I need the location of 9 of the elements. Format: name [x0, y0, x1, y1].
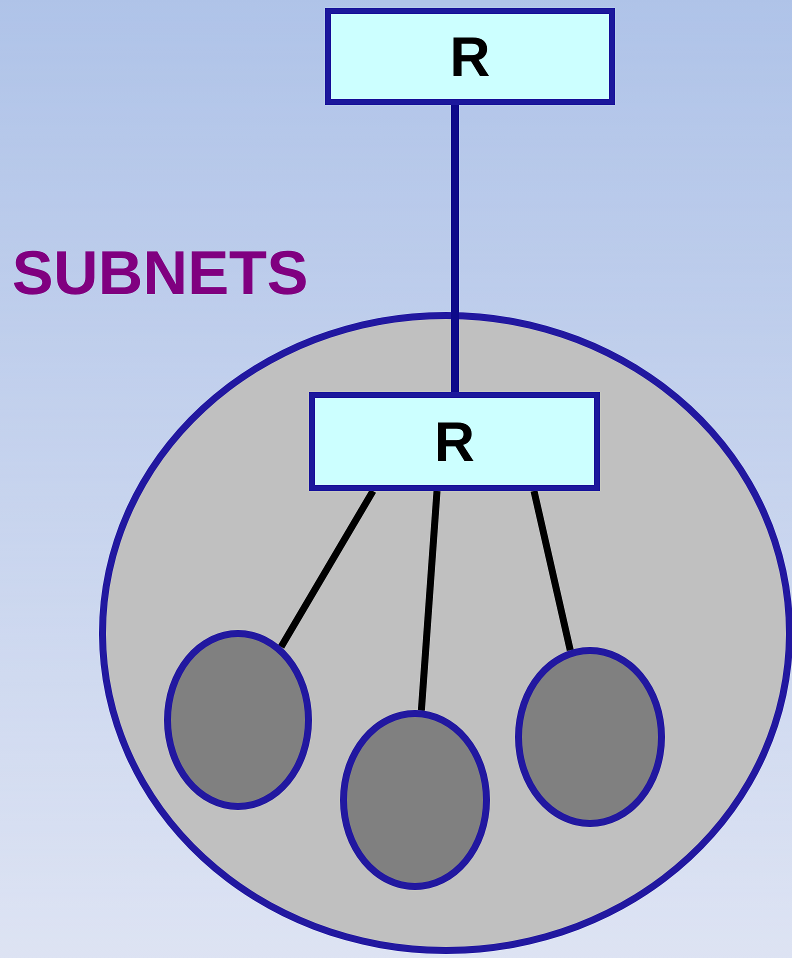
heading-label: SUBNETS [12, 238, 308, 309]
router-label: R [434, 414, 475, 470]
router-label: R [450, 28, 490, 84]
connector-line [418, 490, 440, 711]
connector-line [530, 490, 574, 651]
router-box [309, 392, 600, 491]
router-box [325, 8, 615, 105]
connector-line [278, 489, 376, 649]
connector-line [451, 105, 459, 392]
